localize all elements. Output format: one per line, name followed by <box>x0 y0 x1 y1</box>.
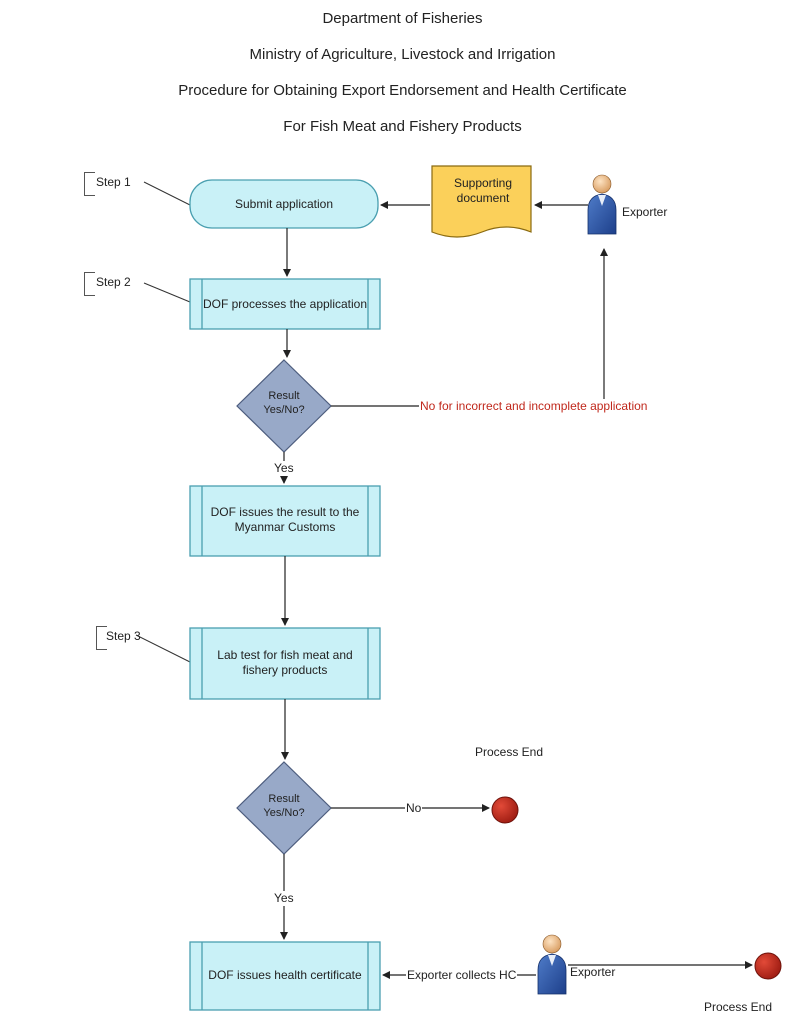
supporting-document-shape <box>431 165 532 238</box>
edge-label-no-2: No <box>405 801 423 816</box>
title-department: Department of Fisheries <box>322 10 483 27</box>
process-end-1-label: Process End <box>475 745 544 759</box>
supporting-document-label: Supporting document <box>453 176 513 205</box>
edge-label-exporter-collects: Exporter collects HC <box>406 968 518 983</box>
decision-1-label: Result Yes/No? <box>263 390 305 416</box>
process-end-2-circle <box>754 952 782 980</box>
submit-application-label: Submit application <box>234 197 334 211</box>
decision-2-label: Result Yes/No? <box>263 793 305 819</box>
dof-processes-label: DOF processes the application <box>202 297 368 311</box>
dof-issues-hc-label: DOF issues health certificate <box>208 968 362 982</box>
step-1-bracket <box>84 172 95 196</box>
exporter-person-icon <box>587 174 617 235</box>
step-3-bracket <box>96 626 107 650</box>
title-ministry: Ministry of Agriculture, Livestock and I… <box>249 46 556 63</box>
step-2-label: Step 2 <box>96 275 131 289</box>
process-end-1-circle <box>491 796 519 824</box>
exporter-1-label: Exporter <box>622 205 668 219</box>
step-connectors <box>135 181 191 663</box>
dof-issues-hc-box <box>189 941 381 1011</box>
exporter-2-label: Exporter <box>570 965 616 979</box>
dof-processes-box <box>189 278 381 330</box>
dof-issues-customs-box <box>189 485 381 557</box>
exporter-2-person-icon <box>537 934 567 995</box>
title-products: For Fish Meat and Fishery Products <box>283 118 522 135</box>
edge-label-yes-2: Yes <box>274 891 294 906</box>
submit-application-terminal <box>189 179 379 229</box>
dof-issues-customs-label: DOF issues the result to the Myanmar Cus… <box>210 505 360 534</box>
lab-test-label: Lab test for fish meat and fishery produ… <box>217 648 353 677</box>
edge-label-yes-1: Yes <box>274 461 294 476</box>
step-3-label: Step 3 <box>106 629 141 643</box>
step-1-label: Step 1 <box>96 175 131 189</box>
step-2-bracket <box>84 272 95 296</box>
edge-label-no-incorrect: No for incorrect and incomplete applicat… <box>419 399 649 414</box>
title-procedure: Procedure for Obtaining Export Endorseme… <box>178 82 627 99</box>
lab-test-box <box>189 627 381 700</box>
process-end-2-label: Process End <box>704 1000 773 1014</box>
